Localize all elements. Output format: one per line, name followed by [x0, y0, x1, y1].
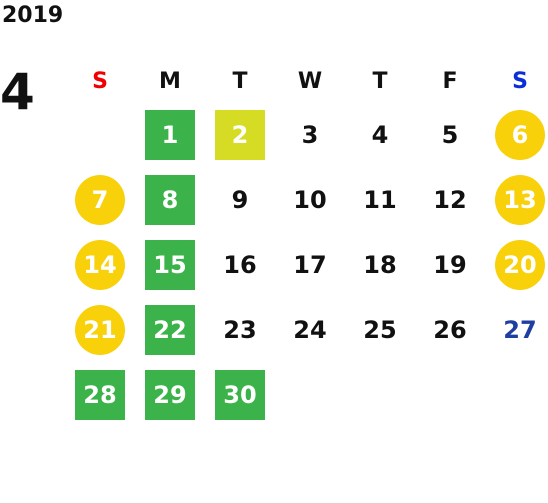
day-number: 16 — [223, 250, 257, 279]
day-cell[interactable]: 26 — [415, 297, 485, 362]
day-cell[interactable]: 2 — [205, 102, 275, 167]
day-number: 6 — [495, 109, 545, 160]
day-number: 23 — [223, 315, 257, 344]
day-cell[interactable]: 22 — [135, 297, 205, 362]
day-cell[interactable]: 21 — [65, 297, 135, 362]
day-number: 30 — [215, 369, 265, 420]
day-cell[interactable]: 1 — [135, 102, 205, 167]
weekday-header: F — [442, 68, 458, 94]
day-number: 14 — [75, 239, 125, 290]
day-number: 25 — [363, 315, 397, 344]
weekday-header: W — [297, 68, 323, 94]
day-cell[interactable]: 24 — [275, 297, 345, 362]
day-cell — [345, 362, 415, 427]
day-cell[interactable]: 7 — [65, 167, 135, 232]
day-cell[interactable]: 17 — [275, 232, 345, 297]
day-cell[interactable]: 25 — [345, 297, 415, 362]
day-cell[interactable]: 5 — [415, 102, 485, 167]
year-label: 2019 — [2, 3, 64, 28]
day-number: 9 — [231, 185, 249, 214]
day-number: 2 — [215, 109, 265, 160]
day-number: 17 — [293, 250, 327, 279]
weekday-header: T — [232, 68, 248, 94]
day-cell[interactable]: 23 — [205, 297, 275, 362]
day-cell[interactable]: 12 — [415, 167, 485, 232]
day-cell[interactable]: 9 — [205, 167, 275, 232]
day-cell[interactable]: 30 — [205, 362, 275, 427]
day-cell[interactable]: 3 — [275, 102, 345, 167]
weekday-header: T — [372, 68, 388, 94]
day-number: 27 — [503, 315, 537, 344]
day-cell[interactable]: 29 — [135, 362, 205, 427]
day-number: 3 — [301, 120, 319, 149]
day-number: 4 — [371, 120, 389, 149]
day-number: 18 — [363, 250, 397, 279]
day-cell[interactable]: 10 — [275, 167, 345, 232]
day-cell[interactable]: 8 — [135, 167, 205, 232]
day-number: 1 — [145, 109, 195, 160]
day-number: 5 — [441, 120, 459, 149]
day-cell[interactable]: 13 — [485, 167, 548, 232]
day-cell — [415, 362, 485, 427]
day-number: 26 — [433, 315, 467, 344]
day-number: 8 — [145, 174, 195, 225]
day-cell[interactable]: 27 — [485, 297, 548, 362]
day-number: 20 — [495, 239, 545, 290]
day-number: 11 — [363, 185, 397, 214]
day-number: 15 — [145, 239, 195, 290]
day-number: 21 — [75, 304, 125, 355]
day-cell[interactable]: 15 — [135, 232, 205, 297]
weekday-header: S — [92, 68, 108, 94]
day-cell[interactable]: 11 — [345, 167, 415, 232]
day-number: 13 — [495, 174, 545, 225]
day-cell — [485, 362, 548, 427]
day-number: 29 — [145, 369, 195, 420]
day-cell[interactable]: 19 — [415, 232, 485, 297]
day-number: 22 — [145, 304, 195, 355]
day-number: 24 — [293, 315, 327, 344]
weekday-header: S — [512, 68, 528, 94]
day-cell[interactable]: 20 — [485, 232, 548, 297]
day-cell[interactable]: 18 — [345, 232, 415, 297]
day-cell — [275, 362, 345, 427]
day-cell[interactable]: 28 — [65, 362, 135, 427]
day-number: 28 — [75, 369, 125, 420]
day-number: 19 — [433, 250, 467, 279]
day-number: 7 — [75, 174, 125, 225]
weekday-header: M — [159, 68, 181, 94]
day-cell — [65, 102, 135, 167]
month-label: 4 — [0, 63, 35, 121]
day-cell[interactable]: 14 — [65, 232, 135, 297]
day-cell[interactable]: 16 — [205, 232, 275, 297]
day-number: 10 — [293, 185, 327, 214]
day-cell[interactable]: 6 — [485, 102, 548, 167]
day-cell[interactable]: 4 — [345, 102, 415, 167]
day-number: 12 — [433, 185, 467, 214]
